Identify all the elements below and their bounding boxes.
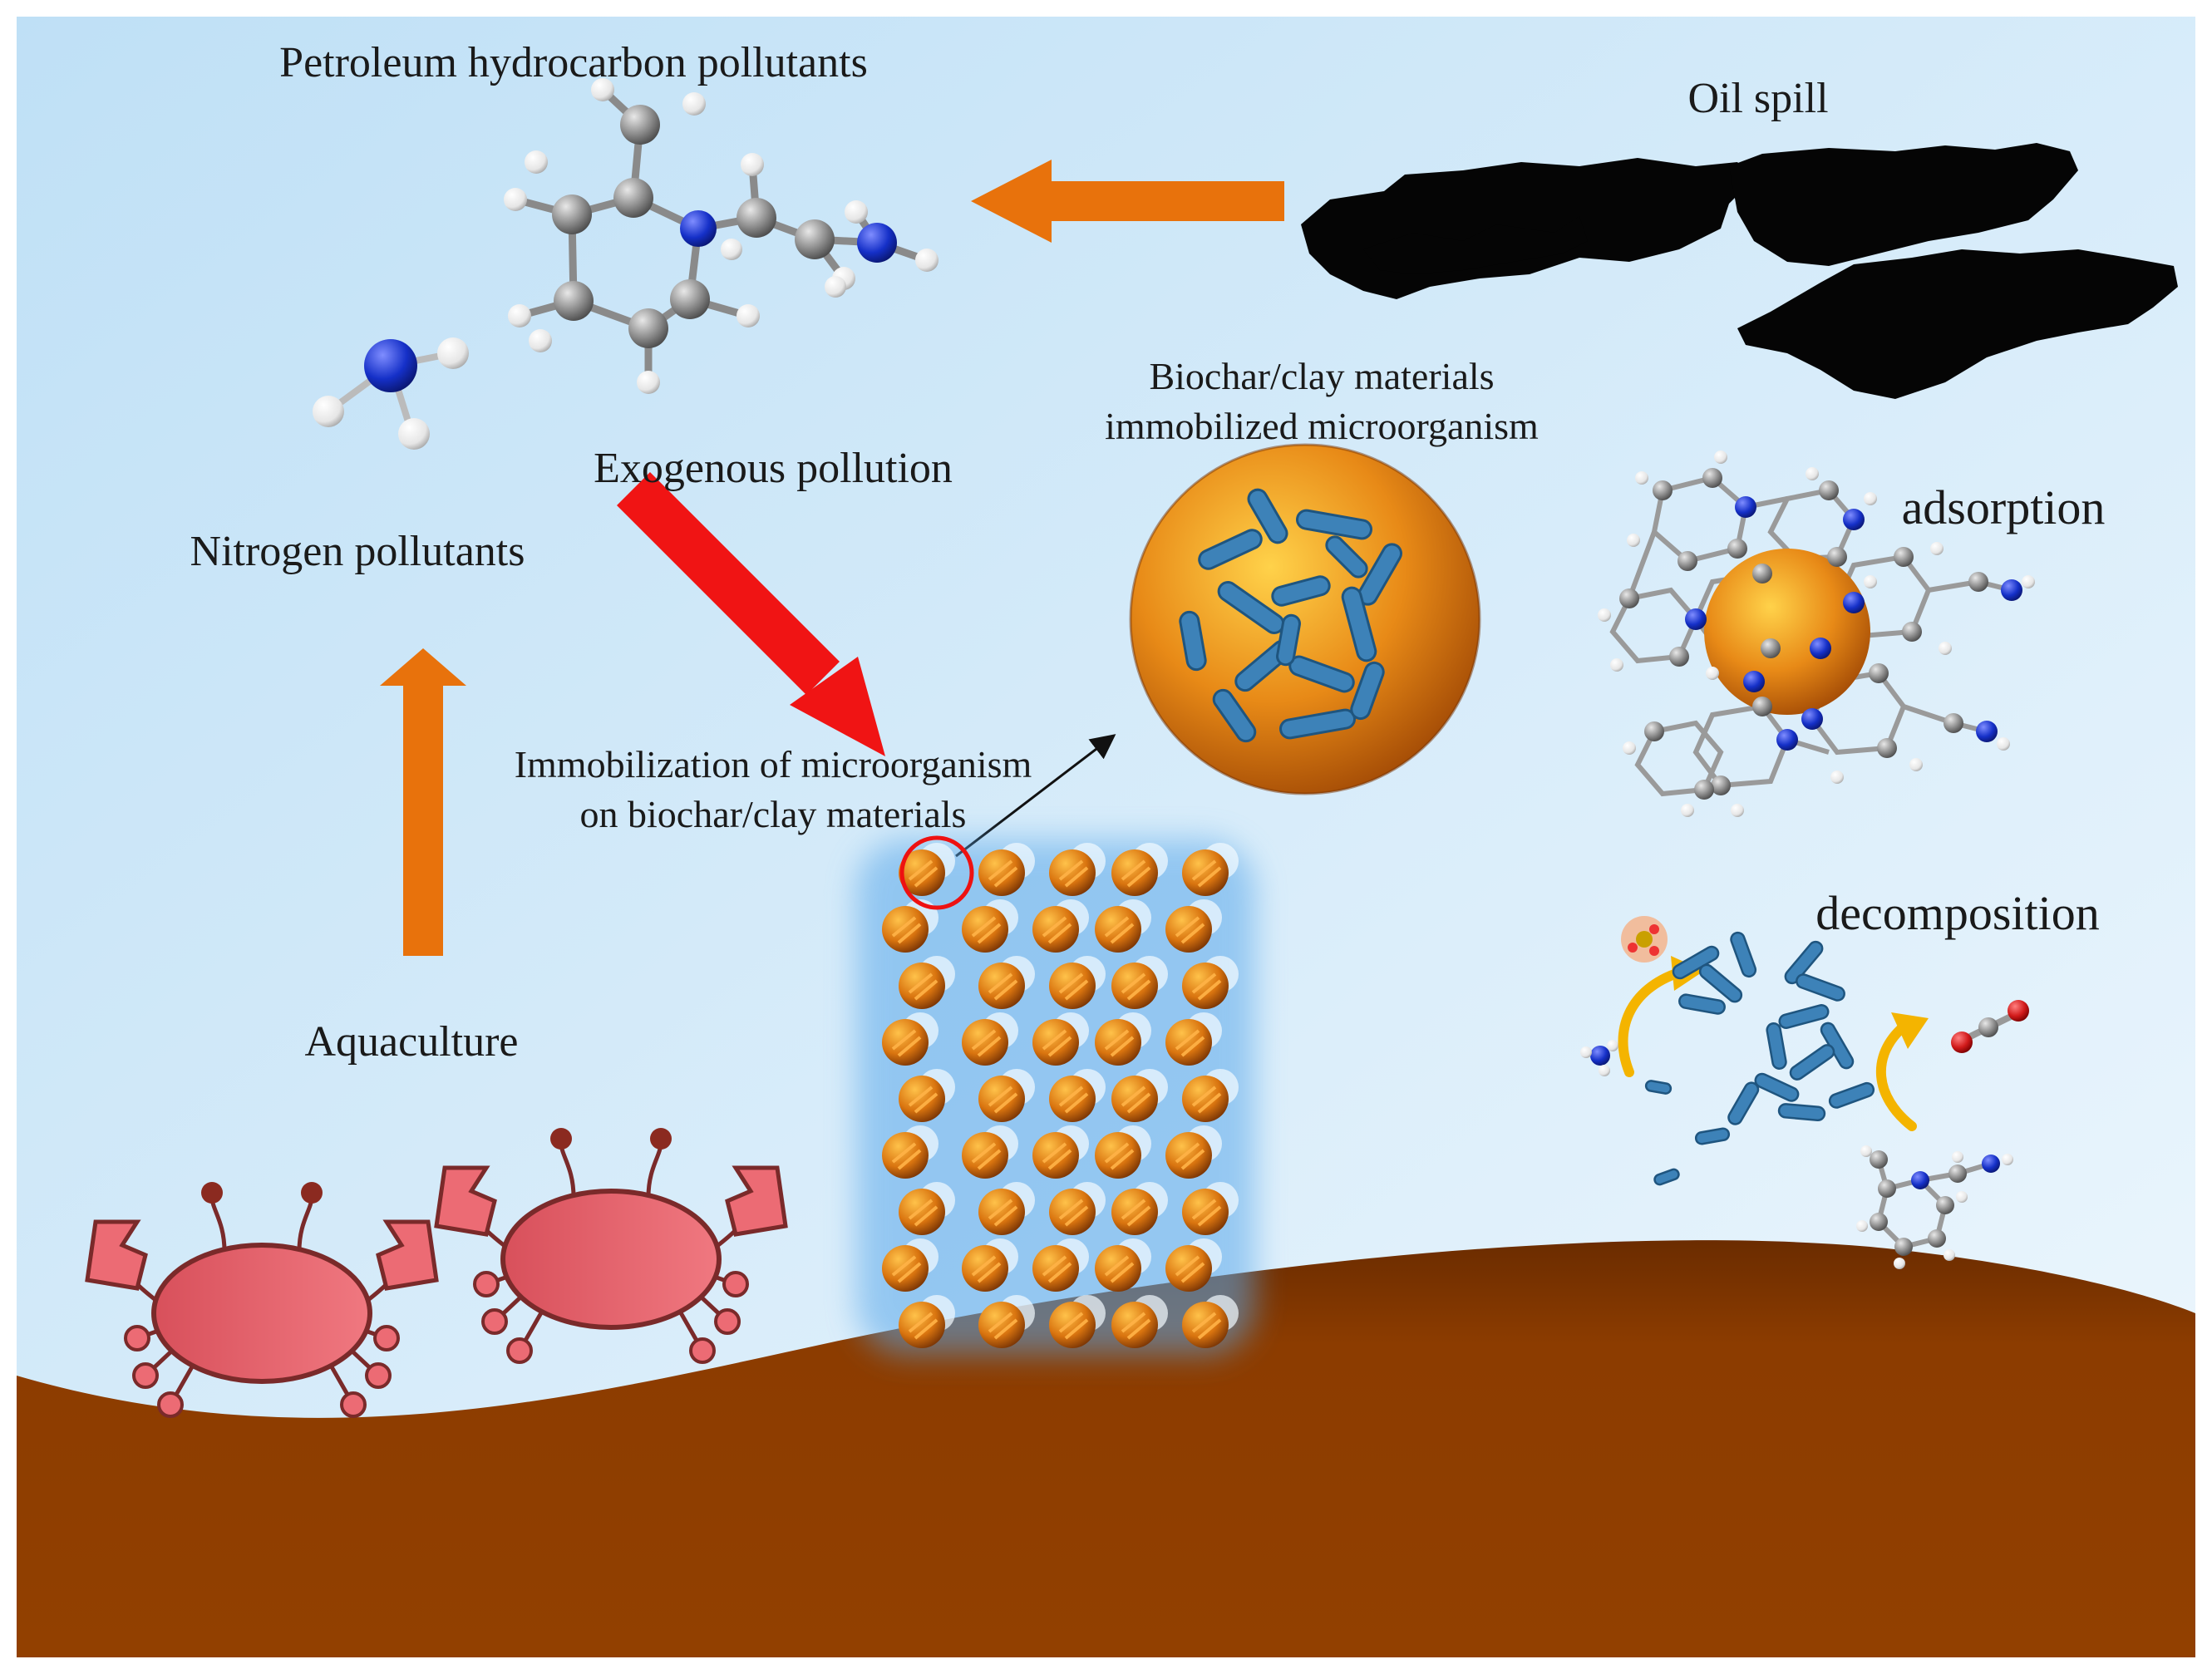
biochar-bead [1165, 1012, 1222, 1066]
zoom-leader-arrow [955, 734, 1116, 858]
biochar-bead [962, 1012, 1018, 1066]
biochar-bead [1111, 956, 1168, 1009]
exogenous-pollution-arrow [617, 472, 885, 756]
biochar-bead [978, 1182, 1035, 1235]
adsorption-label: adsorption [1902, 480, 2106, 534]
biochar-bead [899, 1295, 955, 1348]
uptake-arrow-left [1618, 967, 1684, 1077]
biochar-bead [1182, 843, 1239, 896]
oil-spill-blobs [1301, 143, 2178, 399]
immobilized-microorganism-sphere [1129, 443, 1481, 795]
crab-right [434, 1128, 788, 1364]
uptake-arrow-right [1875, 1022, 1917, 1131]
biochar-bead [1111, 843, 1168, 896]
biochar-bead [1111, 1295, 1168, 1348]
biochar-bead [1049, 1295, 1106, 1348]
oil-to-petroleum-arrow [971, 160, 1284, 243]
biochar-bead [962, 1238, 1018, 1292]
biochar-bead [1182, 1182, 1239, 1235]
biochar-bead [1049, 1069, 1106, 1122]
crab-left [85, 1182, 439, 1418]
biochar-bead [1095, 1012, 1151, 1066]
biochar-bead [882, 1125, 938, 1179]
biochar-bead [1165, 1238, 1222, 1292]
biochar-bead [1095, 1125, 1151, 1179]
decomposition-scene [1580, 916, 2029, 1269]
immobilization-label-line1: Immobilization of microorganism [515, 743, 1032, 785]
biochar-bead [978, 956, 1035, 1009]
biochar-bead [1032, 1238, 1089, 1292]
biochar-bead [899, 956, 955, 1009]
ammonia-molecule [313, 337, 469, 450]
biochar-bead [1095, 899, 1151, 953]
biochar-bead [1095, 1238, 1151, 1292]
decomposition-label: decomposition [1815, 886, 2100, 940]
biochar-bead [962, 1125, 1018, 1179]
biochar-bead [1049, 956, 1106, 1009]
immobilization-label-line2: on biochar/clay materials [580, 793, 967, 835]
biochar-bead [1165, 1125, 1222, 1179]
petroleum-label: Petroleum hydrocarbon pollutants [279, 39, 868, 86]
biochar-bead [1182, 1295, 1239, 1348]
biochar-bead [899, 1069, 955, 1122]
adsorption-cluster [1598, 451, 2035, 817]
biochar-bead [1111, 1182, 1168, 1235]
exogenous-label: Exogenous pollution [594, 445, 953, 492]
biochar-bead [882, 1238, 938, 1292]
biochar-bead [962, 899, 1018, 953]
highlighted-bead-circle [899, 835, 974, 910]
biochar-bead [1182, 956, 1239, 1009]
biochar-label-line2: immobilized microorganism [1105, 405, 1539, 447]
biochar-bead [978, 1295, 1035, 1348]
biochar-bead [1182, 1069, 1239, 1122]
biochar-bead [978, 1069, 1035, 1122]
biochar-bead [1032, 1125, 1089, 1179]
biochar-bead [978, 843, 1035, 896]
seabed [17, 1240, 2195, 1657]
oil-spill-label: Oil spill [1687, 75, 1828, 122]
biochar-bead [899, 1182, 955, 1235]
biochar-bead [1165, 899, 1222, 953]
biochar-bead [1111, 1069, 1168, 1122]
petroleum-molecule [504, 78, 938, 394]
biochar-label-line1: Biochar/clay materials [1149, 355, 1494, 397]
biochar-bead [1049, 843, 1106, 896]
biochar-bead [1032, 899, 1089, 953]
biochar-bead [1049, 1182, 1106, 1235]
aquaculture-label: Aquaculture [304, 1018, 518, 1066]
biochar-bead [882, 1012, 938, 1066]
biochar-bead-column [856, 835, 1255, 1355]
aquaculture-to-nitrogen-arrow [380, 648, 466, 956]
biochar-bead [899, 843, 955, 896]
nitrogen-label: Nitrogen pollutants [190, 528, 525, 575]
biochar-bead [1032, 1012, 1089, 1066]
